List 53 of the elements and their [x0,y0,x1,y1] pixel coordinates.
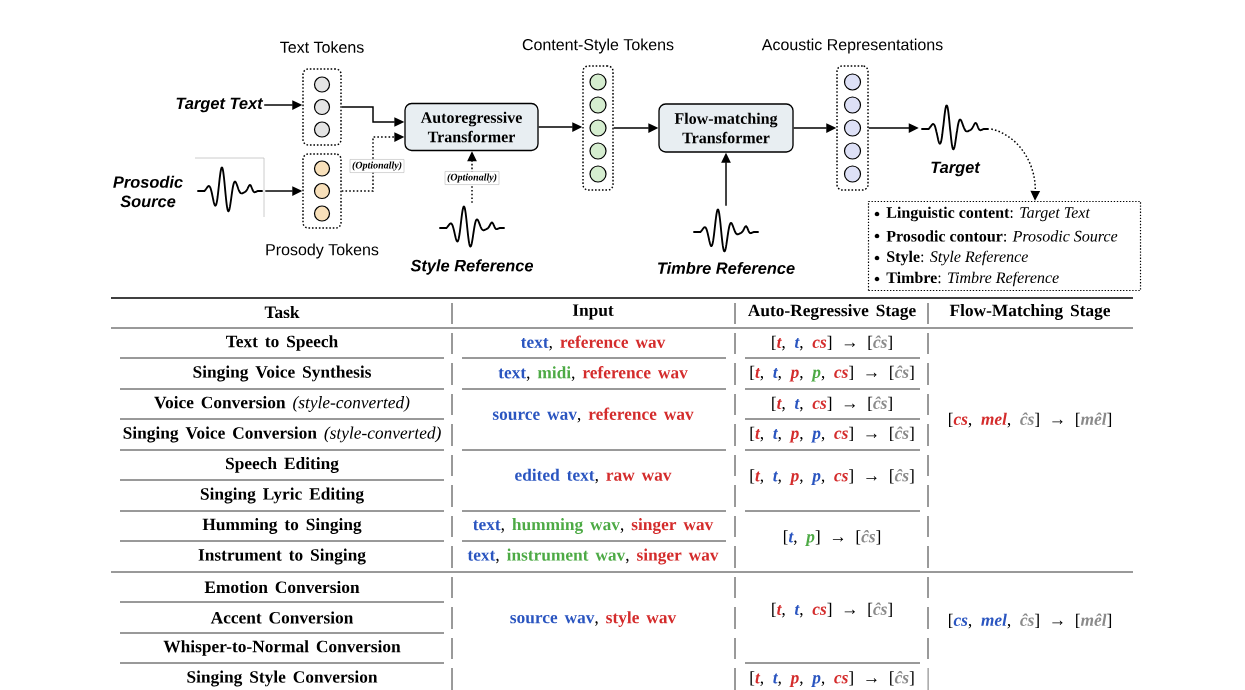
task-name: Voice Conversion (style-converted) [154,396,410,412]
token-formula: [t, t, cs] → [ĉs] [772,396,892,412]
column-header: Auto-Regressive Stage [748,304,916,320]
list-item: Prosodic contour: Prosodic Source [886,230,1118,242]
token-formula: [t, p] → [ĉs] [783,530,881,546]
task-name: Speech Editing [226,457,339,473]
waveform [921,104,989,151]
task-name: Emotion Conversion [204,580,360,594]
column-header: Input [572,304,614,320]
column-title: Text Tokens [280,41,364,53]
input-list: text, midi, reference wav [498,366,688,381]
input-list: text, instrument wav, singer wav [467,548,719,565]
task-name: Singing Style Conversion [187,670,378,687]
task-name: Text to Speech [226,335,338,351]
task-name: Accent Conversion [210,611,354,624]
edge-label: (Optionally) [349,159,405,173]
column-title: Prosody Tokens [266,243,379,259]
input-list: source wav, reference wav [492,407,694,423]
list-item: Timbre: Timbre Reference [886,271,1059,287]
token-formula: [t, t, p, p, cs] → [ĉs] [750,671,914,687]
waveform [439,205,505,248]
waveform [197,166,263,213]
task-name: Singing Voice Synthesis [193,365,371,382]
task-name: Instrument to Singing [198,548,366,565]
process-box: Flow-matching Transformer [658,103,794,153]
task-name: Whisper-to-Normal Conversion [163,640,401,656]
token-formula: [t, t, cs] → [ĉs] [772,602,892,618]
token-formula: [cs, mel, ĉs] → [mêl] [949,613,1112,629]
column-title: Acoustic Representations [761,38,943,54]
list-item: Style: Style Reference [887,250,1028,266]
input-list: text, humming wav, singer wav [473,518,714,534]
waveform-label: Timbre Reference [658,262,795,275]
waveform [693,208,759,253]
list-item: Linguistic content: Target Text [886,206,1091,222]
task-name: Singing Lyric Editing [200,487,364,504]
column-title: Content-Style Tokens [522,38,674,54]
process-box: Autoregressive Transformer [404,102,539,152]
waveform-label: Target [931,161,981,177]
input-list: source wav, style wav [510,611,677,627]
edge-label: (Optionally) [444,171,500,185]
input-list: edited text, raw wav [515,468,672,484]
token-formula: [t, t, cs] → [ĉs] [772,335,892,351]
token-formula: [cs, mel, ĉs] → [mêl] [949,412,1112,428]
waveform-label: Prosodic Source [113,175,183,208]
task-name: Singing Voice Conversion (style-converted) [123,426,441,443]
token-formula: [t, t, p, p, cs] → [ĉs] [750,426,914,443]
input-label: Target Text [176,97,264,113]
input-list: text, reference wav [521,335,666,351]
task-name: Humming to Singing [202,518,362,534]
waveform-label: Style Reference [410,259,534,275]
token-formula: [t, t, p, p, cs] → [ĉs] [750,469,914,485]
column-header: Task [264,305,300,319]
token-formula: [t, t, p, p, cs] → [ĉs] [750,365,914,382]
